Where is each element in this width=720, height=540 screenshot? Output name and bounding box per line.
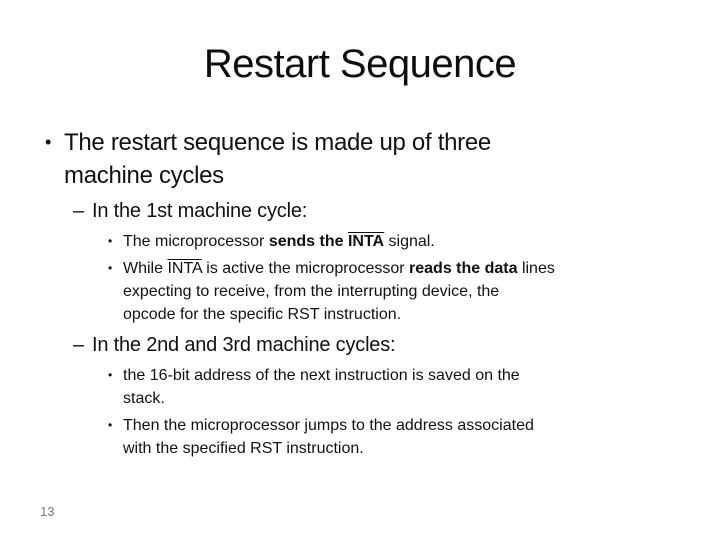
bullet-text: In the 1st machine cycle: — [92, 198, 704, 225]
text-line: with the specified RST instruction. — [123, 440, 364, 457]
bullet-marker: – — [73, 334, 84, 356]
text-line: Then the microprocessor jumps to the add… — [123, 417, 534, 434]
bullet-marker: • — [45, 132, 52, 152]
bullet-item-level-1: • The restart sequence is made up of thre… — [45, 126, 704, 192]
bullet-text: The restart sequence is made up of three… — [64, 126, 704, 192]
bullet-item-level-2: –In the 2nd and 3rd machine cycles: — [73, 332, 704, 359]
bullet-text: The microprocessor sends the INTA signal… — [123, 230, 704, 253]
bullet-text: While INTA is active the microprocessor … — [123, 257, 704, 326]
text-line: expecting to receive, from the interrupt… — [123, 283, 500, 300]
page-number: 13 — [40, 504, 55, 519]
bullet-marker: • — [108, 418, 113, 432]
text-line: In the 2nd and 3rd machine cycles: — [92, 334, 396, 356]
text-line: The microprocessor sends the INTA signal… — [123, 233, 435, 250]
bullet-marker: • — [108, 261, 113, 275]
text-line: In the 1st machine cycle: — [92, 200, 308, 222]
bullet-marker: • — [108, 368, 113, 382]
bullet-marker: • — [108, 234, 113, 248]
bullet-text: Then the microprocessor jumps to the add… — [123, 414, 704, 460]
bullet-item-level-3: • the 16-bit address of the next instruct… — [108, 364, 704, 410]
bullet-marker: – — [73, 200, 84, 222]
bullet-item-level-3: • The microprocessor sends the INTA signa… — [108, 230, 704, 253]
bullet-item-level-3: • Then the microprocessor jumps to the ad… — [108, 414, 704, 460]
bullet-text: the 16-bit address of the next instructi… — [123, 364, 704, 410]
text-line: opcode for the specific RST instruction. — [123, 306, 402, 323]
bullet-item-level-3: • While INTA is active the microprocessor… — [108, 257, 704, 326]
bullet-item-level-2: –In the 1st machine cycle: — [73, 198, 704, 225]
bullet-text: In the 2nd and 3rd machine cycles: — [92, 332, 704, 359]
text-line: The restart sequence is made up of three — [64, 129, 491, 156]
text-line: the 16-bit address of the next instructi… — [123, 367, 520, 384]
text-line: stack. — [123, 390, 165, 407]
text-line: machine cycles — [64, 162, 224, 189]
text-line: While INTA is active the microprocessor … — [123, 260, 555, 277]
slide-title: Restart Sequence — [203, 42, 517, 86]
slide-body: • The restart sequence is made up of thre… — [45, 126, 704, 464]
